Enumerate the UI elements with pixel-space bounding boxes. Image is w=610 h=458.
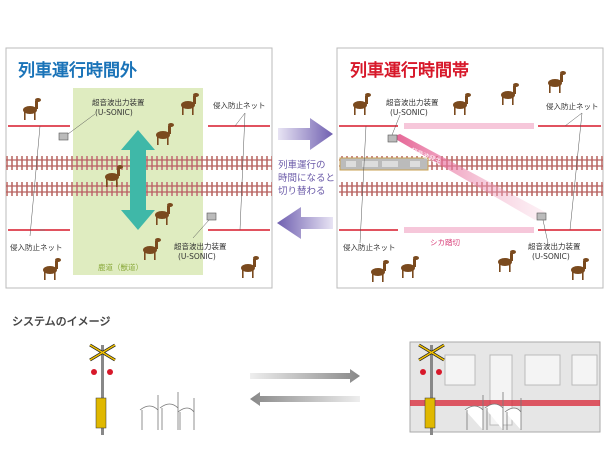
- intrusion-nets: [339, 125, 601, 231]
- usonic-device: [58, 132, 69, 141]
- right-panel: 列車運行時間帯 超音波出力装置 (U-SONIC) 侵入防止ネット 侵入防止ネッ…: [336, 47, 604, 289]
- device-label: 超音波出力装置: [92, 97, 145, 107]
- left-panel: 列車運行時間外 超音波出力装置 (U-SONIC) 侵入防止ネット 侵入防止ネッ…: [5, 47, 273, 289]
- deer-path-label: 鹿道（獣道）: [98, 262, 143, 272]
- device-label: 超音波出力装置: [528, 241, 581, 251]
- crossing-without-train: [89, 343, 195, 435]
- bidirectional-arrow: [121, 130, 155, 230]
- switch-indicator: 列車運行の 時間になると 切り替わる: [277, 118, 335, 239]
- rail-track: [339, 182, 603, 196]
- usonic-device: [387, 134, 398, 143]
- switch-text: 切り替わる: [278, 185, 326, 197]
- usonic-device: [206, 212, 217, 221]
- left-title: 列車運行時間外: [18, 60, 137, 81]
- arrow-left-icon: [250, 392, 360, 406]
- switch-text: 時間になると: [278, 173, 335, 184]
- device-label: 超音波出力装置: [386, 97, 439, 107]
- deer-crossing-label: シカ踏切: [430, 237, 460, 247]
- system-image-caption: システムのイメージ: [12, 315, 110, 328]
- intrusion-nets: [8, 125, 270, 231]
- arrow-right-icon: [278, 118, 333, 150]
- net-label: 侵入防止ネット: [213, 100, 266, 110]
- net-label: 侵入防止ネット: [10, 242, 63, 252]
- device-label: 超音波出力装置: [174, 241, 227, 251]
- arrow-right-icon: [250, 369, 360, 383]
- usonic-device: [536, 212, 547, 221]
- right-title: 列車運行時間帯: [350, 60, 469, 81]
- device-label: (U-SONIC): [532, 252, 570, 261]
- device-label: (U-SONIC): [95, 108, 133, 117]
- crossing-with-train: [409, 341, 601, 435]
- device-label: (U-SONIC): [390, 108, 428, 117]
- arrow-left-icon: [277, 207, 333, 239]
- net-label: 侵入防止ネット: [343, 242, 396, 252]
- device-label: (U-SONIC): [178, 252, 216, 261]
- net-label: 侵入防止ネット: [546, 101, 599, 111]
- switch-text: 列車運行の: [278, 159, 326, 171]
- ultrasonic-beam: [392, 134, 545, 220]
